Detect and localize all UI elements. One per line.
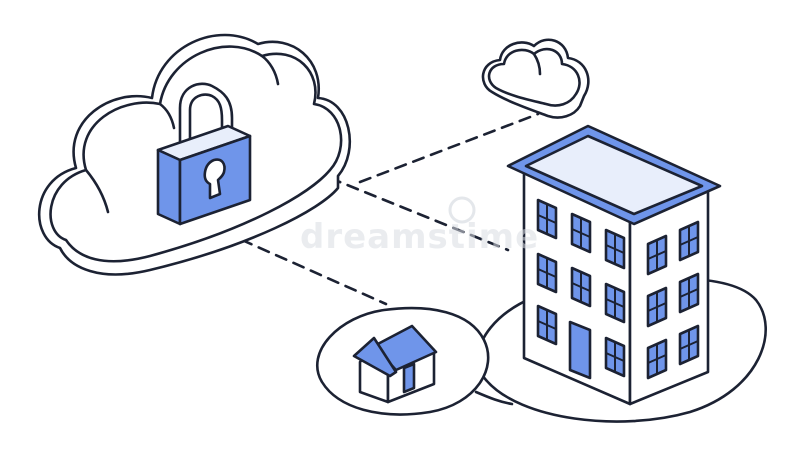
mullion — [571, 217, 591, 249]
cloud-small-contour — [532, 52, 542, 76]
house-door — [402, 362, 416, 394]
link-cloud-to-building — [328, 176, 510, 252]
cloud-small-icon — [481, 38, 590, 119]
base-connector — [474, 390, 514, 406]
padlock-body-front — [156, 148, 182, 226]
watermark: dreamstime — [300, 196, 539, 257]
mullion — [605, 341, 625, 373]
mullion — [647, 343, 667, 375]
link-cloud-to-house — [222, 230, 388, 306]
watermark-logo-icon — [448, 196, 476, 224]
padlock-icon — [156, 82, 252, 226]
mullion — [679, 225, 699, 257]
building-right-windows — [646, 220, 700, 380]
mullion — [537, 257, 557, 289]
office-building-icon — [506, 124, 722, 406]
mullion — [537, 309, 557, 341]
connection-lines — [222, 112, 540, 306]
mullion — [571, 271, 591, 303]
cloud-small-front — [487, 47, 581, 107]
mullion — [537, 203, 557, 235]
mullion — [605, 233, 625, 265]
cloud-large-contour — [84, 168, 110, 214]
cloud-large-contour-2 — [158, 102, 176, 130]
mullion — [679, 277, 699, 309]
watermark-text: dreamstime — [300, 217, 539, 257]
padlock-shackle-inner — [188, 93, 224, 152]
mullion — [605, 287, 625, 319]
mullion — [647, 291, 667, 323]
house-roof-edge — [352, 336, 398, 378]
building-roof-inner — [524, 134, 704, 216]
link-small-cloud-to-building — [358, 112, 540, 184]
window-mullions — [537, 203, 625, 373]
building-door — [568, 320, 592, 380]
window-mullions-right — [647, 225, 699, 375]
keyhole-icon — [203, 158, 226, 200]
mullion — [647, 239, 667, 271]
cloud-large-contour-3 — [260, 54, 280, 86]
padlock-shackle — [178, 82, 234, 152]
house-icon — [352, 324, 438, 404]
mullion — [679, 329, 699, 361]
